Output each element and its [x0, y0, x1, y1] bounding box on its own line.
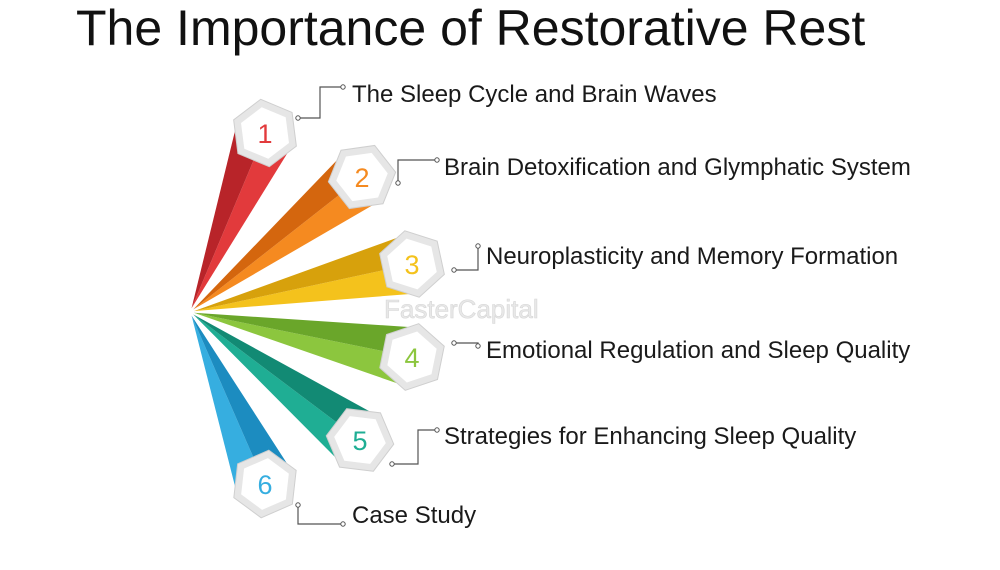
leader-dot-2-1 — [434, 157, 440, 163]
leader-dot-3-1 — [475, 243, 481, 249]
hex-inner-3 — [387, 238, 437, 290]
leader-dot-3-0 — [451, 267, 457, 273]
leader-dot-6-1 — [340, 521, 346, 527]
item-label-4: Emotional Regulation and Sleep Quality — [486, 337, 911, 364]
number-4: 4 — [404, 343, 419, 373]
item-label-5: Strategies for Enhancing Sleep Quality — [444, 423, 857, 450]
ray-4 — [193, 312, 412, 387]
leader-line-4 — [454, 342, 479, 346]
item-label-1: The Sleep Cycle and Brain Waves — [352, 81, 717, 108]
leader-dot-4-0 — [451, 340, 457, 346]
leader-line-6 — [297, 505, 343, 525]
leader-dot-1-1 — [340, 84, 346, 90]
hex-inner-5 — [334, 416, 386, 464]
item-label-6: Case Study — [352, 502, 477, 529]
hex-inner-2 — [336, 152, 388, 202]
number-1: 1 — [257, 119, 272, 149]
leader-dot-2-0 — [395, 180, 401, 186]
item-label-3: Neuroplasticity and Memory Formation — [486, 243, 899, 270]
leader-dot-5-1 — [434, 427, 440, 433]
leader-line-1 — [298, 86, 343, 119]
leader-line-5 — [392, 429, 437, 465]
ray-2 — [193, 177, 381, 310]
leader-dot-6-0 — [295, 502, 301, 508]
number-3: 3 — [404, 250, 419, 280]
number-6: 6 — [257, 470, 272, 500]
leader-dot-1-0 — [295, 115, 301, 121]
watermark: FasterCapital — [384, 294, 539, 324]
ray-5 — [193, 314, 360, 464]
number-5: 5 — [352, 426, 367, 456]
hex-inner-6 — [241, 458, 289, 510]
ray-shade-2 — [193, 153, 362, 310]
hex-inner-4 — [387, 331, 437, 383]
ray-3 — [193, 264, 419, 312]
ray-6 — [191, 315, 265, 496]
hex-inner-1 — [241, 107, 289, 159]
page-title: The Importance of Restorative Rest — [76, 0, 866, 56]
leader-dot-5-0 — [389, 461, 395, 467]
leader-line-3 — [454, 246, 479, 271]
ray-shade-5 — [193, 314, 379, 440]
ray-shade-1 — [191, 121, 265, 309]
ray-shade-4 — [193, 312, 418, 357]
leader-dot-4-1 — [475, 343, 481, 349]
ray-1 — [191, 133, 293, 309]
number-2: 2 — [354, 163, 369, 193]
ray-shade-6 — [191, 315, 293, 484]
leader-line-2 — [397, 159, 437, 183]
item-label-2: Brain Detoxification and Glymphatic Syst… — [444, 154, 911, 181]
ray-shade-3 — [193, 234, 412, 312]
